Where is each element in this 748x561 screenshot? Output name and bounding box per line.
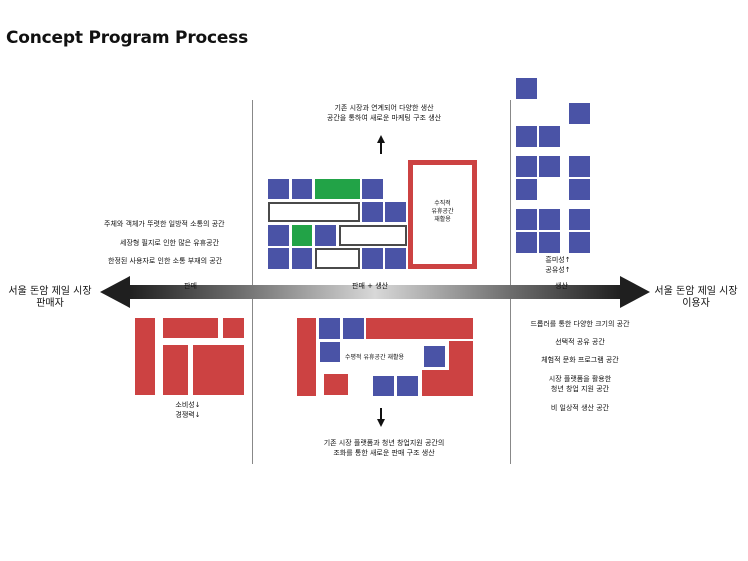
right-note-5: 비 일상적 생산 공간	[550, 404, 610, 412]
right-block	[569, 179, 590, 200]
center-bottom-block	[297, 318, 316, 396]
divider-left	[252, 100, 253, 464]
right-note-1: 드롭러를 통한 다양한 크기의 공간	[530, 320, 630, 328]
right-block	[516, 209, 537, 230]
center-block	[362, 179, 383, 199]
center-block-green	[315, 179, 360, 199]
arrow-up-icon	[377, 135, 385, 143]
center-bottom-block	[320, 342, 340, 362]
center-bottom-block	[397, 376, 418, 396]
right-block	[539, 209, 560, 230]
right-block	[569, 156, 590, 177]
left-metrics: 소비성↓경쟁력↓	[175, 401, 201, 419]
center-block	[362, 248, 383, 269]
left-block	[193, 345, 244, 395]
center-block	[385, 202, 406, 222]
center-bottom-block	[422, 370, 449, 396]
center-block	[268, 248, 289, 269]
page-title: Concept Program Process	[6, 28, 249, 48]
center-bottom-block	[343, 318, 364, 339]
center-empty-slot	[339, 225, 407, 246]
right-note-3: 체험적 문화 프로그램 공간	[541, 356, 619, 364]
center-block	[292, 248, 312, 269]
arrow-down-stem	[380, 408, 382, 420]
right-block	[539, 232, 560, 253]
vertical-reuse-frame	[408, 160, 477, 269]
axis-seg-center: 판매 + 생산	[352, 282, 389, 290]
left-block	[163, 345, 188, 395]
center-bottom-block	[449, 341, 473, 396]
right-block	[539, 156, 560, 177]
right-note-2: 선택적 공유 공간	[555, 338, 605, 346]
left-block	[135, 318, 155, 395]
left-block	[223, 318, 244, 338]
left-note-3: 한정된 사용자로 인한 소통 부재의 공간	[108, 257, 223, 265]
right-metrics: 흥미성↑공유성↑	[545, 256, 571, 274]
center-empty-slot	[315, 248, 360, 269]
center-bottom-block	[324, 374, 348, 395]
right-block	[516, 179, 537, 200]
center-block	[362, 202, 383, 222]
right-block	[569, 103, 590, 124]
axis-seg-right: 생산	[555, 282, 568, 290]
axis-arrow-right-icon	[620, 276, 650, 308]
center-block	[292, 179, 312, 199]
left-note-1: 주체와 객체가 뚜렷한 일방적 소통의 공간	[104, 220, 225, 228]
right-block	[539, 126, 560, 147]
center-block	[385, 248, 406, 269]
center-bottom-block	[319, 318, 340, 339]
right-block	[569, 209, 590, 230]
right-block	[569, 232, 590, 253]
horizontal-reuse-label: 수평적 유휴공간 재활용	[345, 354, 405, 361]
center-bottom-block	[366, 318, 473, 339]
center-block	[268, 225, 289, 246]
center-block	[268, 179, 289, 199]
left-note-2: 세장형 필지로 인한 많은 유휴공간	[120, 239, 220, 247]
axis-seg-left: 판매	[184, 282, 197, 290]
right-block	[516, 78, 537, 99]
center-empty-slot	[268, 202, 360, 222]
center-block-green	[292, 225, 312, 246]
arrow-up-stem	[380, 142, 382, 154]
center-block	[315, 225, 336, 246]
right-block	[516, 156, 537, 177]
right-block	[516, 232, 537, 253]
left-block	[163, 318, 218, 338]
center-bottom-block	[373, 376, 394, 396]
divider-right	[510, 100, 511, 464]
axis-arrow-left-icon	[100, 276, 130, 308]
right-block	[516, 126, 537, 147]
arrow-down-icon	[377, 419, 385, 427]
axis-bar	[128, 285, 622, 299]
center-bottom-block	[424, 346, 445, 367]
